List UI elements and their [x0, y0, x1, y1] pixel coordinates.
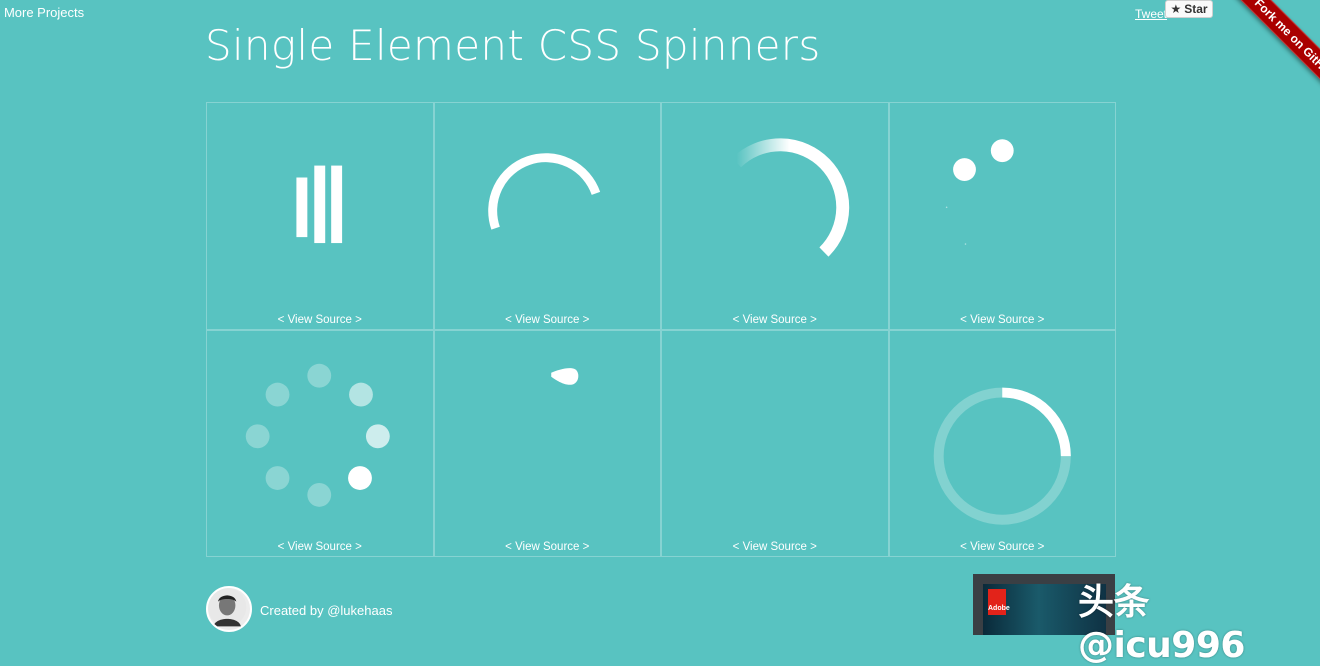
gradient-arc [731, 138, 850, 257]
dot [945, 206, 947, 209]
view-source-link[interactable]: < View Source > [505, 541, 590, 553]
dot [952, 158, 976, 181]
created-by-credit[interactable]: Created by @lukehaas [260, 603, 393, 618]
dot-ring-spinner [245, 363, 390, 507]
star-label: Star [1184, 2, 1208, 16]
bar [296, 177, 308, 238]
view-source-link[interactable]: < View Source > [277, 541, 362, 553]
watermark: 头条 @icu996 [1078, 582, 1245, 666]
dot [265, 382, 290, 406]
spinner-card-blank: < View Source > [661, 329, 889, 557]
ring-arc-spinner [933, 387, 1071, 525]
view-source-link[interactable]: < View Source > [732, 541, 817, 553]
dot [265, 465, 290, 490]
bar [331, 165, 343, 244]
spinner-card-bars: < View Source > [206, 102, 434, 330]
fork-me-ribbon[interactable]: Fork me on GitHub [1230, 0, 1320, 100]
comet [550, 367, 578, 385]
spinner-card-comet: < View Source > [433, 329, 661, 557]
dot [348, 465, 372, 490]
fork-ribbon-container: Fork me on GitHub [1220, 0, 1320, 100]
dot [307, 482, 332, 507]
arc [487, 153, 600, 230]
view-source-link[interactable]: < View Source > [277, 313, 362, 326]
orbit-dots-spinner [945, 139, 1014, 245]
view-source-link[interactable]: < View Source > [960, 541, 1045, 553]
bar [314, 165, 326, 244]
view-source-link[interactable]: < View Source > [960, 313, 1045, 326]
spinner-card-arc: < View Source > [433, 102, 661, 330]
dot [964, 243, 966, 245]
dot [349, 382, 373, 406]
more-projects-link[interactable]: ‹ More Projects [0, 5, 85, 20]
spinner-card-ring-arc: < View Source > [888, 329, 1116, 557]
adobe-logo-icon: Adobe [988, 589, 1010, 615]
tweet-link[interactable]: Tweet [1135, 7, 1168, 21]
arc-spinner [487, 153, 600, 230]
comet-spinner [550, 367, 578, 385]
star-icon: ★ [1170, 2, 1182, 16]
dot [990, 139, 1014, 163]
view-source-link[interactable]: < View Source > [732, 313, 817, 326]
dot [365, 423, 390, 448]
gradient-arc-spinner [731, 138, 850, 257]
github-star-button[interactable]: ★ Star [1165, 0, 1213, 18]
ad-image: Adobe [983, 584, 1106, 635]
bars-spinner [296, 165, 343, 244]
dot [307, 363, 332, 388]
page-title: Single Element CSS Spinners [205, 21, 821, 70]
spinner-card-dot-ring: < View Source > [206, 329, 434, 557]
spinner-card-gradient-arc: < View Source > [661, 102, 889, 330]
dot [245, 423, 270, 448]
spinner-card-orbit-dots: < View Source > [888, 102, 1116, 330]
avatar-portrait [208, 588, 247, 627]
avatar[interactable] [206, 586, 252, 632]
view-source-link[interactable]: < View Source > [505, 313, 590, 326]
spinner-grid: < View Source > < View Source > < View S… [206, 102, 1116, 557]
ring-arc [1001, 387, 1071, 456]
ad-banner[interactable]: Adobe [973, 574, 1115, 635]
